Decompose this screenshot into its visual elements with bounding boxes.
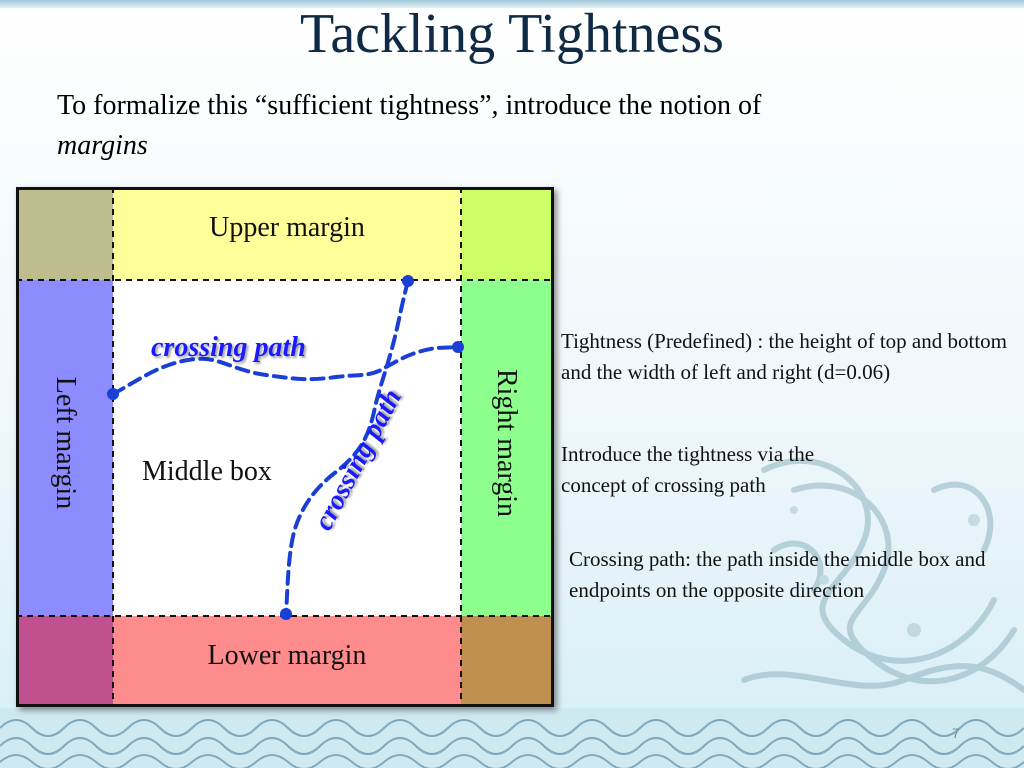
note-introduce: Introduce the tightness via the concept … — [561, 442, 815, 497]
horizontal-path-end-point — [452, 341, 464, 353]
left-margin-label: Left margin — [50, 376, 81, 510]
vertical-crossing-path — [284, 279, 410, 616]
lower-margin-region: Lower margin — [113, 616, 461, 707]
middle-box-region — [113, 280, 461, 616]
slide-title: Tackling Tightness — [300, 3, 724, 65]
lower-margin-label: Lower margin — [207, 639, 367, 671]
corner-bottom-left — [16, 616, 113, 707]
note-crossing-path: Crossing path: the path inside the middl… — [569, 547, 986, 602]
left-margin-region — [16, 280, 113, 616]
vertical-path-start-point — [402, 275, 414, 287]
corner-top-left — [16, 187, 113, 280]
right-margin-label: Right margin — [491, 368, 522, 518]
corner-top-right — [461, 187, 554, 280]
intro-emphasis: margins — [57, 130, 148, 161]
dragon-decoration-icon — [741, 457, 1024, 693]
slide-number: 7 — [952, 725, 960, 741]
middle-box-label: Middle box — [142, 456, 272, 487]
upper-margin-label: Upper margin — [209, 211, 365, 243]
horizontal-path-start-point — [107, 388, 119, 400]
wave-decoration-icon — [0, 708, 1024, 768]
note-tightness: Tightness (Predefined) : the height of t… — [561, 329, 1008, 384]
horizontal-crossing-path — [111, 345, 460, 396]
upper-margin-region: Upper margin — [113, 187, 461, 280]
top-rule — [0, 0, 1024, 8]
right-margin-region — [461, 280, 554, 616]
vertical-path-end-point — [280, 608, 292, 620]
crossing-path-label-horizontal: crossing path — [151, 332, 306, 363]
margin-diagram: Upper margin Lower margin Left margin Ri… — [16, 187, 554, 707]
intro-sentence: To formalize this “sufficient tightness”… — [57, 90, 762, 121]
crossing-paths — [107, 275, 464, 620]
corner-bottom-right — [461, 616, 554, 707]
intro-text: To formalize this “sufficient tightness”… — [57, 86, 957, 166]
